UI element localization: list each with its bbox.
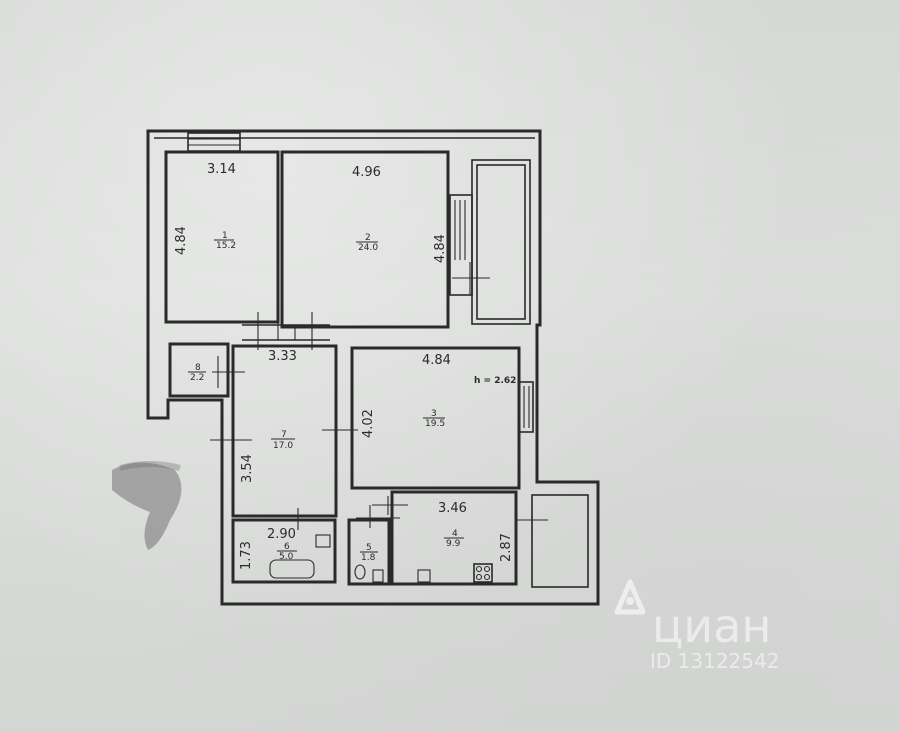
room-label-5: 5 1.8 — [360, 543, 378, 563]
dim-room3-depth: 4.02 — [361, 409, 376, 438]
room-label-8: 8 2.2 — [188, 363, 206, 383]
dim-kitchen-width: 3.46 — [438, 501, 467, 516]
dim-corridor-width: 3.33 — [268, 349, 297, 364]
smudge-mark — [112, 461, 182, 550]
room-label-7: 7 17.0 — [271, 430, 295, 451]
ceiling-height-label: h = 2.62 — [474, 376, 516, 386]
room-number: 6 — [284, 542, 290, 552]
room-number: 8 — [195, 363, 201, 373]
room-label-4: 4 9.9 — [444, 529, 464, 549]
room-number: 1 — [222, 231, 228, 241]
dim-corridor-length: 3.54 — [240, 454, 255, 483]
dim-kitchen-depth: 2.87 — [499, 533, 514, 562]
balcony-top — [471, 159, 531, 325]
room-label-2: 2 24.0 — [356, 233, 378, 253]
door-corridor-top — [242, 312, 330, 350]
room-6 — [231, 508, 337, 584]
room-area: 24.0 — [358, 243, 378, 253]
room-area: 2.2 — [190, 373, 204, 383]
room-label-6: 6 5.0 — [277, 542, 297, 562]
room-number: 7 — [281, 430, 287, 440]
room-1 — [164, 150, 280, 324]
room-area: 17.0 — [273, 441, 293, 451]
room-area: 15.2 — [216, 241, 236, 251]
watermark: циан ID 13122542 — [614, 579, 779, 673]
room-area: 9.9 — [446, 539, 461, 549]
room-label-1: 1 15.2 — [214, 231, 236, 251]
dim-bath-width: 2.90 — [267, 527, 296, 542]
watermark-id: ID 13122542 — [650, 649, 779, 673]
dim-room2-depth: 4.84 — [433, 234, 448, 263]
outer-walls — [146, 129, 600, 606]
room-area: 1.8 — [361, 553, 376, 563]
room-number: 5 — [366, 543, 372, 553]
dim-room1-depth: 4.84 — [174, 226, 189, 255]
window-room-2 — [449, 194, 490, 296]
window-top — [187, 132, 241, 152]
room-4 — [372, 490, 518, 586]
dim-room1-width: 3.14 — [207, 162, 236, 177]
room-3 — [350, 346, 534, 490]
room-8 — [168, 342, 245, 398]
room-number: 3 — [431, 409, 437, 419]
balcony-bottom — [515, 494, 589, 588]
dim-bath-depth: 1.73 — [239, 541, 254, 570]
room-number: 2 — [365, 233, 371, 243]
cian-logo-icon — [614, 579, 646, 615]
room-label-3: 3 19.5 — [423, 409, 445, 429]
room-2 — [280, 150, 450, 329]
room-5 — [347, 505, 400, 586]
watermark-brand: циан — [652, 599, 771, 653]
dim-room2-width: 4.96 — [352, 165, 381, 180]
dim-room3-width: 4.84 — [422, 353, 451, 368]
room-number: 4 — [452, 529, 458, 539]
room-area: 5.0 — [279, 552, 294, 562]
room-area: 19.5 — [425, 419, 445, 429]
